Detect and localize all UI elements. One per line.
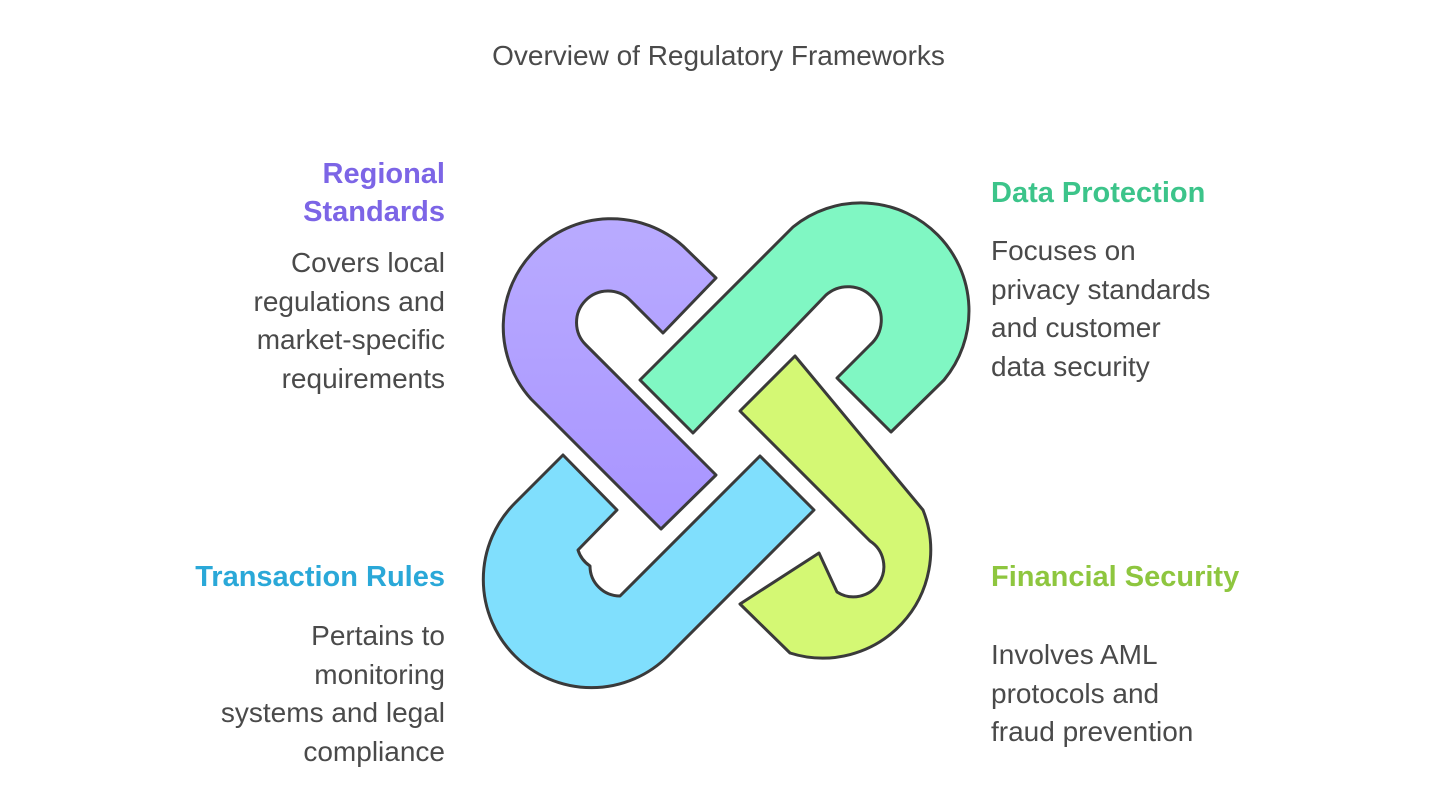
transaction-rules-link [481,453,816,690]
data-protection-heading-line-1: Data Protection [991,177,1206,209]
data-protection-description-line-1: Focuses on [991,235,1136,266]
financial-security-heading: Financial Security [991,558,1311,596]
diagram-title: Overview of Regulatory Frameworks [492,40,945,71]
data-protection-block: Data Protection Focuses on privacy stand… [991,174,1311,386]
regional-standards-description-line-2: regulations and [253,285,445,317]
transaction-rules-description-line-3: systems and legal [220,697,445,728]
regional-standards-heading-line-2: Standards [303,196,445,228]
regional-standards-heading: Regional Standards [125,155,445,231]
transaction-rules-description-line-2: monitoring [314,658,445,690]
financial-security-description-line-3: fraud prevention [991,716,1194,747]
transaction-rules-description-line-4: compliance [303,735,445,767]
financial-security-description-line-2: protocols and [991,677,1160,709]
data-protection-description-line-3: and customer [991,312,1161,343]
financial-security-link [738,354,933,660]
regional-standards-description-line-4: requirements [281,362,445,394]
transaction-rules-description: Pertains to monitoring systems and legal… [125,617,445,771]
regional-standards-description-line-3: market-specific [256,324,445,355]
data-protection-link [638,201,971,435]
data-protection-description-line-4: data security [991,350,1150,382]
financial-security-description: Involves AML protocols and fraud prevent… [991,636,1311,752]
data-protection-heading: Data Protection [991,174,1311,212]
transaction-rules-block: Transaction Rules Pertains to monitoring… [125,558,445,771]
regional-standards-link [501,217,718,531]
regional-standards-heading-line-1: Regional [322,158,445,190]
financial-security-block: Financial Security Involves AML protocol… [991,558,1311,752]
transaction-rules-heading-line-1: Transaction Rules [195,561,445,593]
transaction-rules-description-line-1: Pertains to [311,620,445,651]
financial-security-heading-line-1: Financial Security [991,561,1240,593]
transaction-rules-heading: Transaction Rules [125,558,445,596]
data-protection-description-line-2: privacy standards [991,273,1211,305]
regional-standards-description-line-1: Covers local [290,247,445,278]
regional-standards-description: Covers local regulations and market-spec… [125,244,445,398]
data-protection-description: Focuses on privacy standards and custome… [991,232,1311,386]
financial-security-description-line-1: Involves AML [991,639,1158,670]
regional-standards-block: Regional Standards Covers local regulati… [125,155,445,398]
